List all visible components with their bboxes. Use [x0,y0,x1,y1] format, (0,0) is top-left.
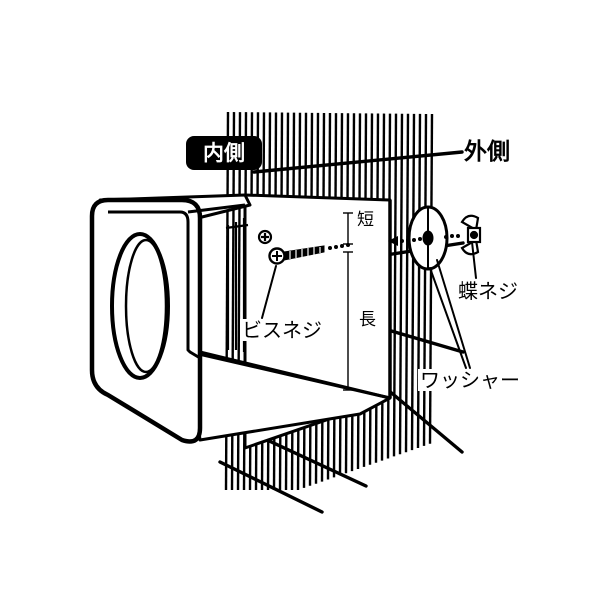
cage-vertical-bar [404,113,410,453]
long-dimension-line [343,251,353,391]
machine-screw-label: ビスネジ [240,318,324,342]
screw-hole-marker [257,229,273,245]
wing-nut [460,214,482,256]
screw-guide-dots [328,243,350,250]
inside-label: 内側 [186,136,262,170]
washer-label: ワッシャー [418,368,522,392]
outside-label: 外側 [464,139,510,165]
short-dimension-line [343,212,353,245]
leader-lines [261,241,477,369]
wing-nut-label: 蝶ネジ [456,279,520,303]
short-dimension-label: 短 [357,210,374,230]
machine-screw [268,245,325,265]
washer-guide-arrow [388,236,422,246]
wing-nut-guide-dots [444,234,460,239]
cage-vertical-bar [410,113,416,451]
entrance-hole [110,232,170,380]
long-dimension-label: 長 [359,310,376,330]
cage-vertical-bar [398,113,404,455]
cage-vertical-bar [422,113,428,446]
cage-vertical-bar [392,113,398,457]
cage-vertical-bar [416,113,422,449]
cage-vertical-bar [428,114,434,444]
washer [407,205,449,271]
